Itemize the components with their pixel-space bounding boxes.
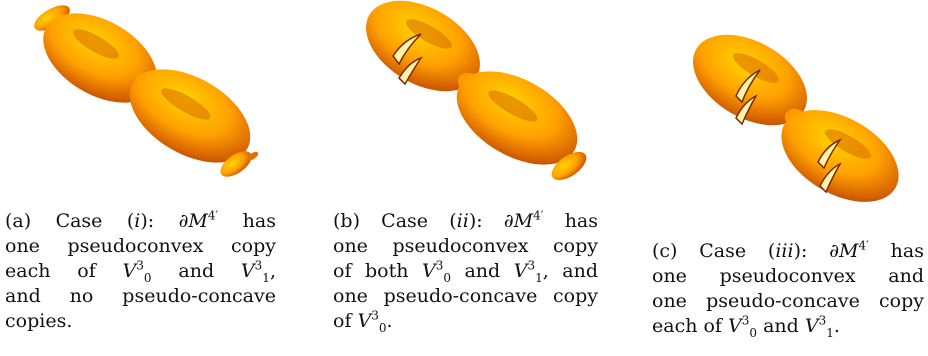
caption-a-line4: and no pseudo-concave — [5, 285, 276, 307]
cut-slit-2 — [398, 56, 423, 86]
torus-upper-hole — [406, 19, 452, 49]
figure-panel-c: (c) Case (iii): ∂M4′ has one pseudoconve… — [652, 0, 928, 356]
caption-b-line2: one pseudoconvex copy — [333, 235, 598, 257]
cut-slit-3 — [817, 138, 843, 170]
surface-render-b — [366, 0, 587, 181]
caption-a-line2: one pseudoconvex copy — [5, 235, 276, 257]
torus-lower — [456, 71, 578, 165]
figure-panel-b: (b) Case (ii): ∂M4′ has one pseudoconvex… — [325, 0, 625, 356]
caption-b-line5: of V30. — [333, 308, 393, 335]
torus-lower-hole — [161, 88, 211, 120]
cap-bottom-right — [220, 151, 252, 177]
cap-top-left — [34, 5, 70, 31]
caption-b-line3: of both V30 and V31, and — [333, 258, 598, 285]
cap-bottom-right-2 — [247, 151, 259, 161]
caption-c-line2: one pseudoconvex and — [652, 265, 924, 287]
torus-upper-hole — [733, 53, 779, 83]
caption-c-line1: (c) Case (iii): ∂M4′ has — [652, 238, 924, 262]
surface-render-c — [693, 34, 899, 202]
figure-panel-a: (a) Case (i): ∂M4′ has one pseudoconvex … — [0, 0, 300, 356]
caption-a-line1: (a) Case (i): ∂M4′ has — [5, 208, 276, 232]
cut-slit-2 — [735, 94, 758, 126]
caption-b-line1: (b) Case (ii): ∂M4′ has — [333, 208, 599, 232]
surface-render-a — [34, 5, 259, 177]
caption-c: (c) Case (iii): ∂M4′ has one pseudoconve… — [652, 239, 924, 339]
torus-lower-hole — [488, 90, 538, 122]
cut-slit-4 — [819, 162, 842, 194]
cut-slit-1 — [392, 33, 422, 66]
torus-upper-hole — [73, 29, 119, 59]
cap-bottom-right — [551, 151, 587, 181]
torus-lower — [781, 110, 899, 202]
torus-lower — [129, 69, 251, 163]
torus-lower-hole — [825, 129, 871, 159]
caption-c-line4: each of V30 and V31. — [652, 313, 840, 340]
caption-a-line3: each of V30 and V31, — [5, 258, 276, 285]
torus-upper — [43, 13, 157, 103]
caption-a-line5: copies. — [5, 310, 73, 332]
caption-a: (a) Case (i): ∂M4′ has one pseudoconvex … — [5, 209, 276, 334]
cut-slit-1 — [735, 69, 761, 104]
caption-b-line4: one pseudo-concave copy — [333, 285, 598, 307]
torus-upper — [366, 0, 480, 92]
caption-c-line3: one pseudo-concave copy — [652, 290, 924, 312]
caption-b: (b) Case (ii): ∂M4′ has one pseudoconvex… — [333, 209, 598, 334]
